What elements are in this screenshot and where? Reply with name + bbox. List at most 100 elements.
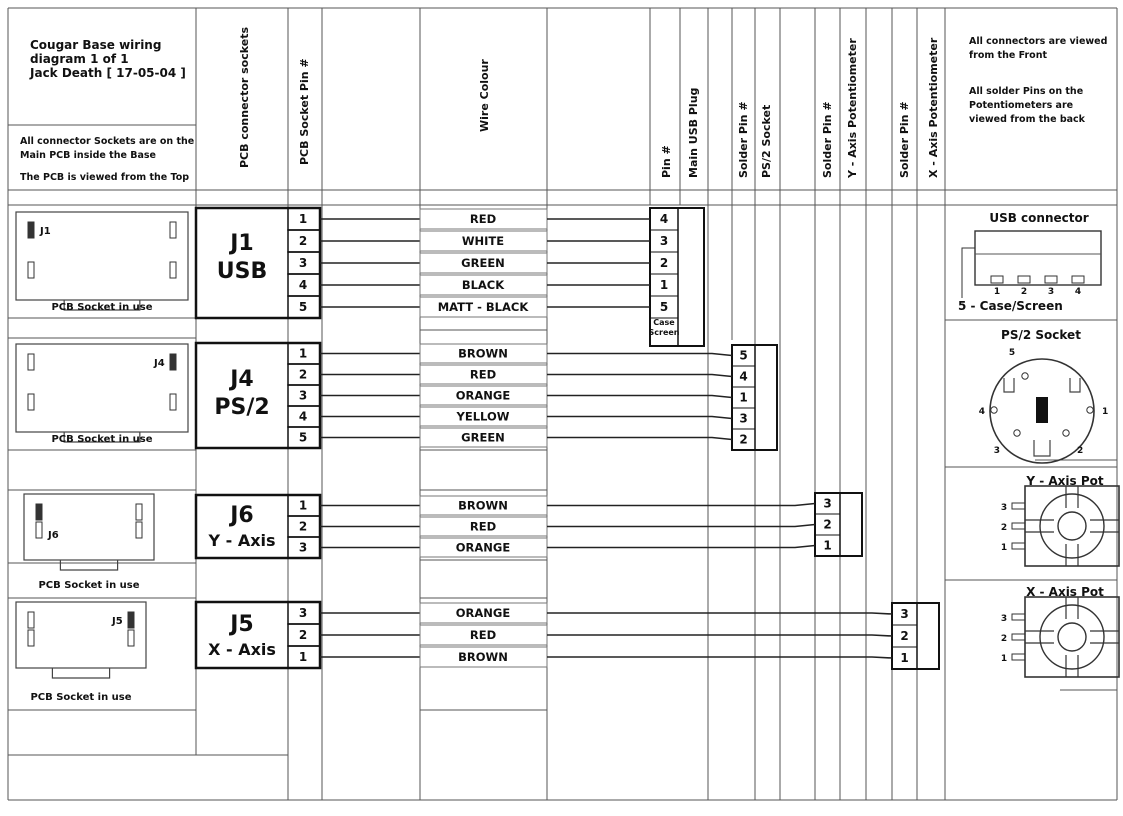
target-pin-note-line-1: Case [653,318,675,327]
pcb-socket-tab [59,560,119,571]
pcb-note-line-3: The PCB is viewed from the Top [20,172,190,183]
header-ps2-socket: PS/2 Socket [760,105,773,178]
ps2-pin-label: 4 [979,407,985,417]
pcb-socket-outline [15,343,189,433]
wire-colour-label: BROWN [458,650,508,664]
pcb-note-line-2: Main PCB inside the Base [20,150,156,161]
target-pin-number: 3 [660,234,668,248]
ps2-pin-hole [990,406,998,414]
view-note-line-2: from the Front [969,50,1048,61]
view-note: All connectors are viewed from the Front [969,35,1107,63]
usb-connector-title: USB connector [989,211,1088,225]
ps2-pin-label: 5 [1009,348,1015,358]
pcb-socket-outline [23,493,155,561]
target-pin-note-line-2: Screen [649,328,680,337]
wire-colour-label: BROWN [458,499,508,513]
pcb-socket-slot [135,503,143,521]
x-pot-shaft [1039,604,1105,670]
target-pin-number: 3 [900,607,908,621]
usb-pin-contact [1071,275,1085,284]
wire-line [547,373,733,378]
usb-pin-label: 2 [1021,287,1027,297]
y-pot-solder-tab [1011,502,1026,510]
x-pot-pin-label: 2 [1001,634,1007,644]
wire-line [547,415,733,420]
ps2-pin-hole [1062,429,1070,437]
wire-line [547,656,893,659]
target-pin-number: 1 [660,278,668,292]
connector-sublabel: Y - Axis [207,531,275,550]
ps2-pin-hole [1021,372,1029,380]
target-pin-number: 3 [823,497,831,511]
y-pot-pin-label: 1 [1001,543,1007,553]
usb-pin-contact [1044,275,1058,284]
ps2-pin-label: 1 [1102,407,1108,417]
wire-line [547,612,893,615]
target-pin-number: 2 [900,629,908,643]
header-main-usb-plug: Main USB Plug [687,88,700,178]
socket-pin-number: 4 [299,410,307,424]
socket-pin-number: 4 [299,278,307,292]
connector-sublabel: X - Axis [208,640,276,659]
wire-colour-label: WHITE [462,234,504,248]
pcb-note: All connector Sockets are on the Main PC… [20,135,194,185]
wire-colour-label: BROWN [458,347,508,361]
pcb-socket-slot [27,261,35,279]
ps2-socket-title: PS/2 Socket [1001,328,1081,342]
wire-line [547,436,733,441]
target-pin-number: 1 [900,651,908,665]
socket-pin-number: 2 [299,520,307,534]
socket-pin-number: 5 [299,431,307,445]
y-pot-pin-label: 2 [1001,523,1007,533]
usb-pin-label: 4 [1075,287,1081,297]
target-pin-number: 5 [660,300,668,314]
header-y-axis-potentiometer: Y - Axis Potentiometer [846,38,859,179]
wire-colour-label: RED [470,520,496,534]
title-line-1: Cougar Base wiring [30,38,162,52]
connector-sublabel: PS/2 [214,395,269,420]
pcb-socket-slot [127,629,135,647]
x-pot-solder-tab [1011,613,1026,621]
wire-colour-label: ORANGE [456,389,511,403]
y-pot-pin-label: 3 [1001,503,1007,513]
solder-note-line-3: viewed from the back [969,114,1085,125]
usb-connector-outline [974,230,1102,286]
pcb-socket-slot [169,221,177,239]
x-pot-title: X - Axis Pot [1026,585,1104,599]
socket-pin-number: 1 [299,499,307,513]
target-pin-number: 2 [660,256,668,270]
pcb-socket-tab [63,300,141,311]
y-pot-solder-tab [1011,522,1026,530]
title-block: Cougar Base wiring diagram 1 of 1 Jack D… [30,38,186,80]
socket-pin-number: 2 [299,368,307,382]
pcb-socket-caption: PCB Socket in use [30,692,131,703]
header-pin: Pin # [660,145,673,178]
wire-colour-label: RED [470,628,496,642]
pcb-socket-label: J6 [47,530,59,541]
title-line-3: Jack Death [ 17-05-04 ] [30,66,186,80]
connector-label: J6 [228,503,254,528]
socket-pin-number: 3 [299,541,307,555]
wire-colour-label: GREEN [461,256,505,270]
wire-colour-label: MATT - BLACK [438,300,530,314]
target-pin-number: 1 [823,539,831,553]
pcb-socket-outline [15,211,189,301]
ps2-pin-hole [1013,429,1021,437]
wire-colour-label: BLACK [462,278,505,292]
wire-line [547,502,816,507]
pcb-socket-slot [35,503,43,521]
socket-pin-number: 2 [299,628,307,642]
target-pin-number: 3 [739,412,747,426]
target-pin-number: 1 [739,391,747,405]
pcb-socket-caption: PCB Socket in use [38,580,139,591]
x-pot-pin-label: 3 [1001,614,1007,624]
header-solder-pin-ps2: Solder Pin # [737,101,750,178]
